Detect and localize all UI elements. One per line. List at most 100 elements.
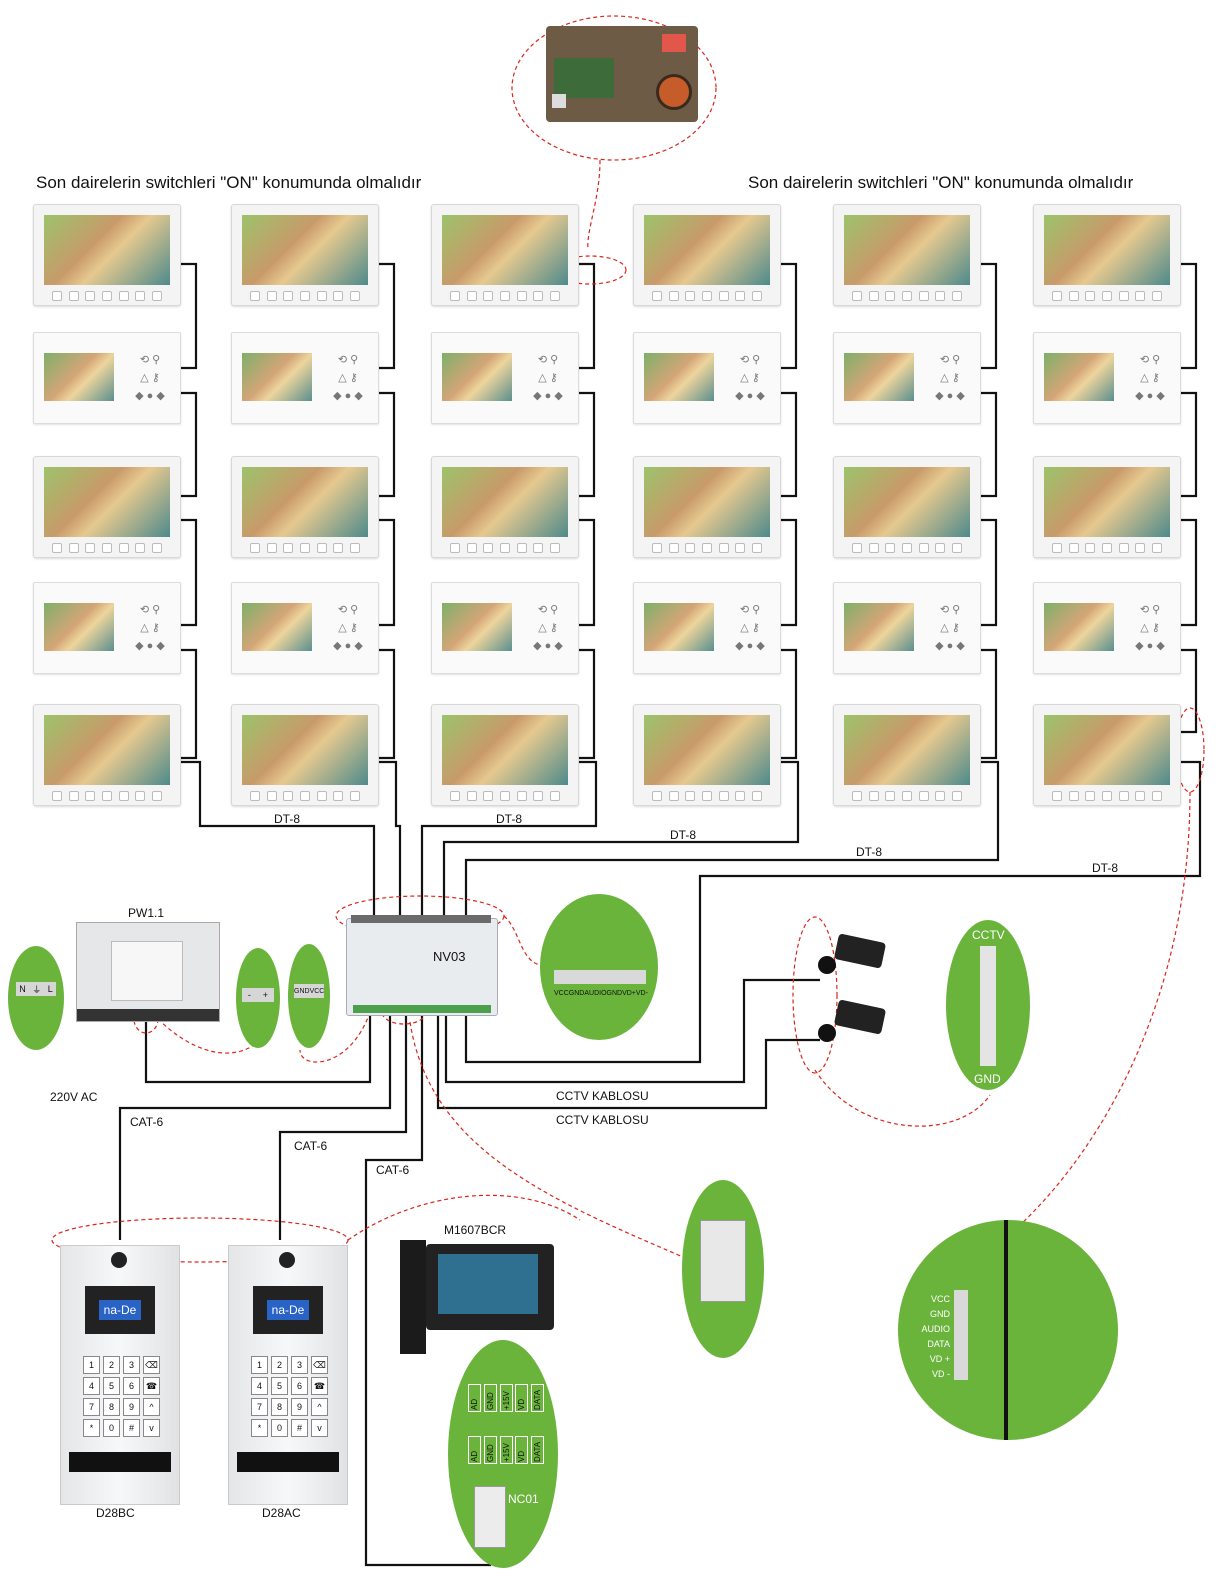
brand-logo: na-De [98, 1300, 142, 1320]
nv03-distributor: NV03 [346, 915, 498, 1016]
monitor-screen [844, 715, 970, 785]
monitor-buttons [52, 543, 162, 553]
keypad-key[interactable]: ⌫ [143, 1356, 160, 1374]
keypad-key[interactable]: 9 [291, 1398, 308, 1416]
monitor-screen [1044, 467, 1170, 537]
keypad-key[interactable]: 2 [103, 1356, 120, 1374]
monitor-screen [442, 715, 568, 785]
rfid-reader [237, 1452, 339, 1472]
right-note: Son dairelerin switchleri "ON" konumunda… [748, 173, 1134, 192]
dt8-trunks [180, 760, 1202, 1064]
monitor-buttons [1052, 543, 1162, 553]
nv03-label: NV03 [433, 949, 466, 964]
monitor-screen [844, 603, 914, 651]
concierge-label: M1607BCR [444, 1223, 507, 1237]
monitor-screen [644, 603, 714, 651]
monitor-screen [644, 353, 714, 401]
keypad-key[interactable]: v [143, 1419, 160, 1437]
video-monitor-compact: ⟲ ⚲△ ⚷◆ ● ◆ [633, 332, 781, 424]
keypad-key[interactable]: 0 [271, 1419, 288, 1437]
keypad-key[interactable]: * [251, 1419, 268, 1437]
video-monitor [633, 456, 781, 558]
daisy-chain-wires [180, 262, 1198, 760]
nv03-pin: VD- [635, 990, 648, 997]
video-monitor-compact: ⟲ ⚲△ ⚷◆ ● ◆ [231, 582, 379, 674]
keypad-key[interactable]: ⌫ [311, 1356, 328, 1374]
nc01-bottom-pin: GND [483, 1436, 497, 1464]
keypad-key[interactable]: 1 [83, 1356, 100, 1374]
keypad-key[interactable]: 3 [123, 1356, 140, 1374]
keypad-key[interactable]: 3 [291, 1356, 308, 1374]
video-monitor [1033, 456, 1181, 558]
keypad-key[interactable]: # [291, 1419, 308, 1437]
keypad-key[interactable]: 5 [271, 1377, 288, 1395]
monitor-screen [242, 467, 368, 537]
monitor-buttons [652, 543, 762, 553]
coax-bottom-label: GND [974, 1072, 1001, 1086]
video-monitor [431, 704, 579, 806]
keypad-key[interactable]: 8 [271, 1398, 288, 1416]
bus-label: DT-8 [496, 812, 523, 826]
brand-logo: na-De [266, 1300, 310, 1320]
keypad-key[interactable]: 1 [251, 1356, 268, 1374]
nv03-pin: VCC [554, 990, 569, 997]
keypad-key[interactable]: ☎ [311, 1377, 328, 1395]
terminal-gnd: GND [294, 987, 310, 995]
monitor-buttons [52, 291, 162, 301]
camera-lens-icon [279, 1252, 295, 1268]
monitor-touch-keys: ⟲ ⚲△ ⚷◆ ● ◆ [135, 354, 165, 402]
video-monitor-compact: ⟲ ⚲△ ⚷◆ ● ◆ [633, 582, 781, 674]
monitor-buttons [1052, 791, 1162, 801]
monitor-buttons [450, 791, 560, 801]
psu-output-zoom: - + [236, 948, 280, 1048]
nc01-label: NC01 [508, 1492, 539, 1506]
monitor-buttons [450, 291, 560, 301]
psu-label: PW1.1 [128, 906, 165, 920]
monitor-screen [844, 467, 970, 537]
nv03-pin: GND [568, 990, 585, 997]
cat6-label: CAT-6 [376, 1163, 410, 1177]
mains-terminal-zoom: N ⏚ L [8, 946, 64, 1050]
video-monitor [1033, 204, 1181, 306]
terminal-l: L [47, 984, 53, 994]
keypad-key[interactable]: v [311, 1419, 328, 1437]
monitor-buttons [652, 791, 762, 801]
keypad-key[interactable]: ^ [143, 1398, 160, 1416]
terminal-minus: - [247, 990, 251, 1000]
keypad-key[interactable]: 9 [123, 1398, 140, 1416]
keypad-key[interactable]: 4 [251, 1377, 268, 1395]
monitor-touch-keys: ⟲ ⚲△ ⚷◆ ● ◆ [735, 604, 765, 652]
keypad-key[interactable]: 8 [103, 1398, 120, 1416]
psu-bus-zoom: GND VCC [288, 944, 330, 1048]
monitor-touch-keys: ⟲ ⚲△ ⚷◆ ● ◆ [935, 604, 965, 652]
nv03-pin: VD+ [622, 990, 636, 997]
keypad-key[interactable]: 2 [271, 1356, 288, 1374]
monitor-touch-keys: ⟲ ⚲△ ⚷◆ ● ◆ [333, 604, 363, 652]
keypad-key[interactable]: 6 [123, 1377, 140, 1395]
bus-label: DT-8 [856, 845, 883, 859]
keypad-key[interactable]: # [123, 1419, 140, 1437]
monitor-screen [44, 603, 114, 651]
cctv-camera-1 [816, 932, 887, 980]
monitor-screen [644, 715, 770, 785]
keypad-key[interactable]: 6 [291, 1377, 308, 1395]
video-monitor-compact: ⟲ ⚲△ ⚷◆ ● ◆ [1033, 332, 1181, 424]
monitor-touch-keys: ⟲ ⚲△ ⚷◆ ● ◆ [533, 604, 563, 652]
keypad-key[interactable]: 0 [103, 1419, 120, 1437]
keypad-key[interactable]: 7 [83, 1398, 100, 1416]
keypad-key[interactable]: * [83, 1419, 100, 1437]
terminal-block-zoom: VCC GND AUDIO DATA VD + VD - [898, 1220, 1118, 1440]
keypad-key[interactable]: ^ [311, 1398, 328, 1416]
keypad-key[interactable]: 4 [83, 1377, 100, 1395]
keypad-key[interactable]: ☎ [143, 1377, 160, 1395]
keypad-key[interactable]: 7 [251, 1398, 268, 1416]
monitor-screen [44, 353, 114, 401]
left-note: Son dairelerin switchleri "ON" konumunda… [36, 173, 422, 192]
keypad-key[interactable]: 5 [103, 1377, 120, 1395]
monitor-screen [442, 603, 512, 651]
monitor-buttons [1052, 291, 1162, 301]
panel-left-label: D28BC [96, 1506, 135, 1520]
